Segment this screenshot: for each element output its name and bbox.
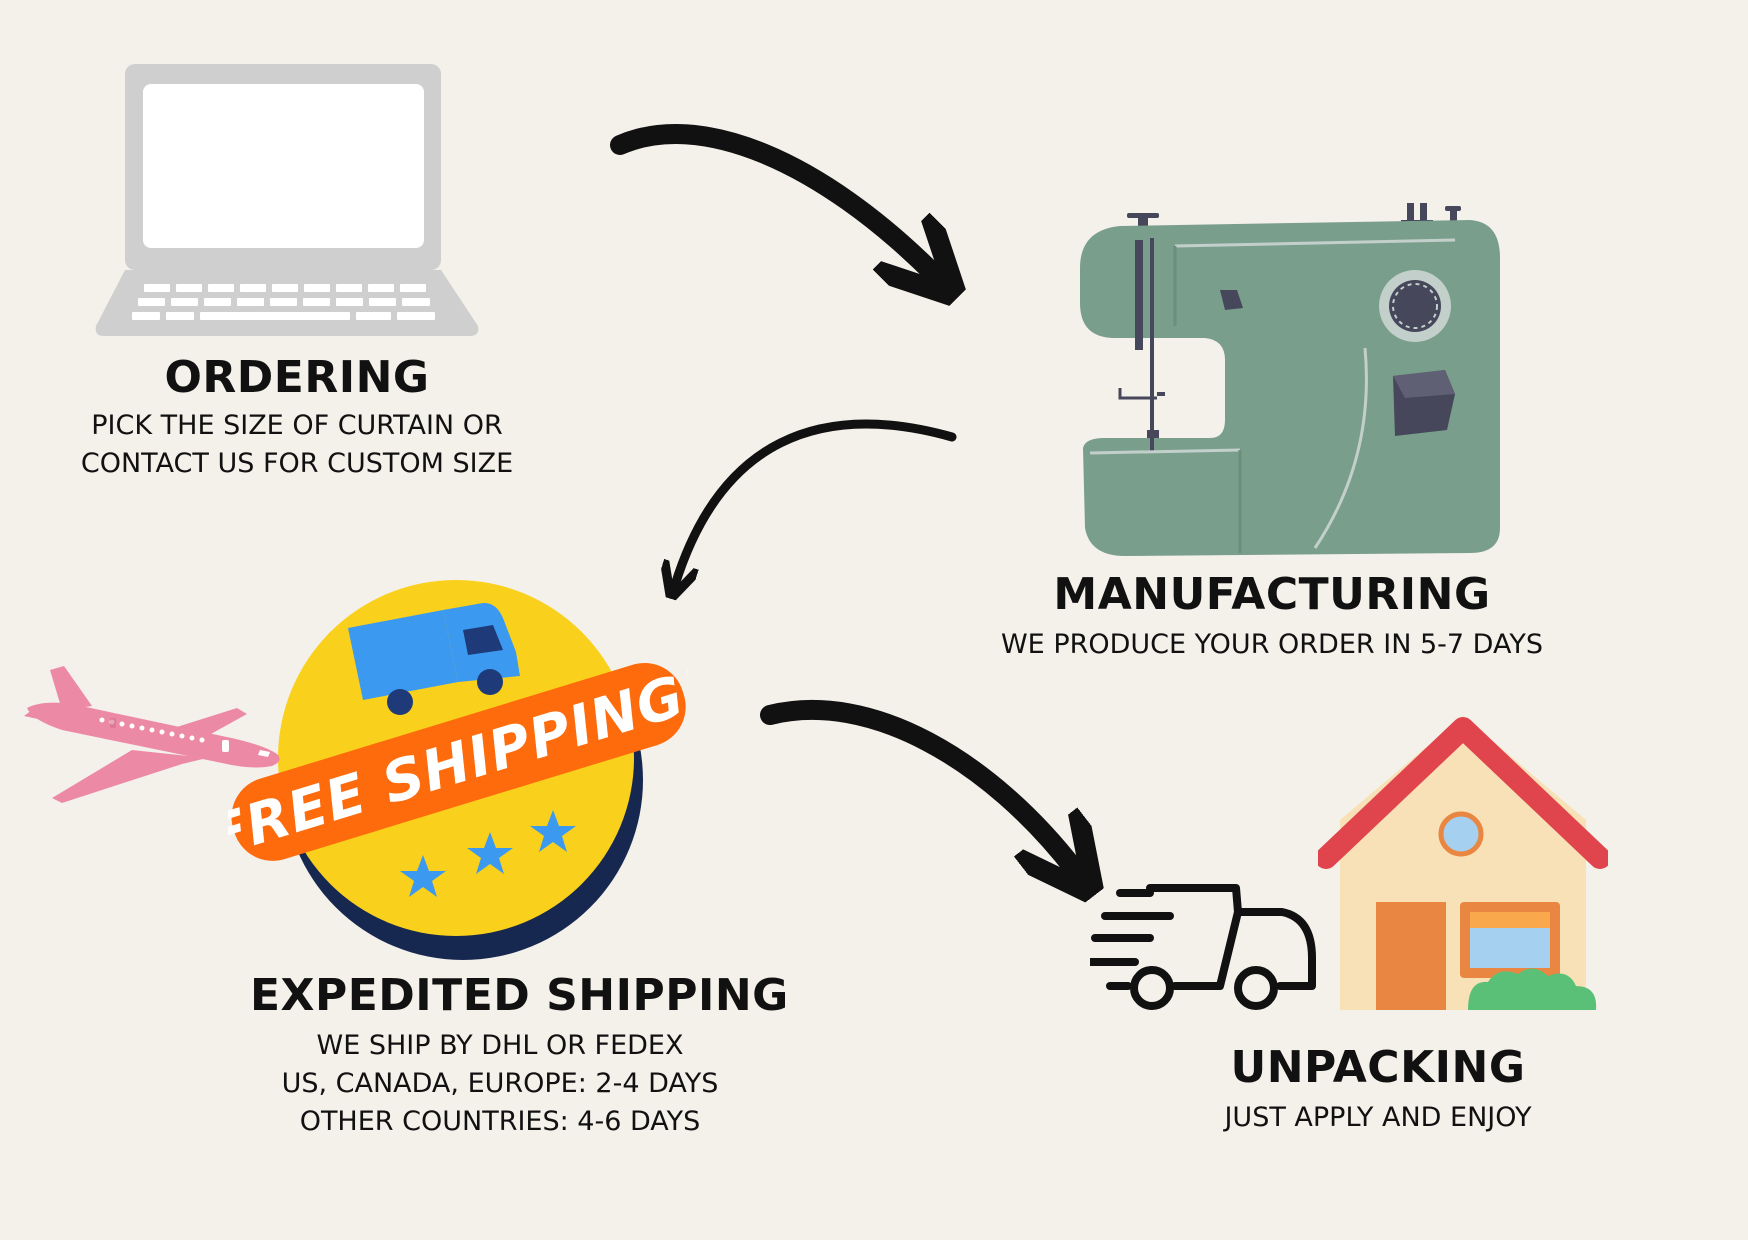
house-icon xyxy=(1318,716,1608,1010)
ordering-title: ORDERING xyxy=(164,352,430,403)
ordering-line-2: CONTACT US FOR CUSTOM SIZE xyxy=(80,448,514,479)
arrow-icon xyxy=(610,124,935,275)
arrow-icon xyxy=(760,699,1075,870)
arrow-icon xyxy=(675,419,957,585)
unpacking-title: UNPACKING xyxy=(1230,1042,1526,1093)
manufacturing-title: MANUFACTURING xyxy=(1053,569,1491,620)
free-shipping-badge-icon: FREE SHIPPING! xyxy=(228,580,688,960)
shipping-line-1: WE SHIP BY DHL OR FEDEX xyxy=(316,1030,684,1061)
airplane-icon xyxy=(24,666,280,803)
laptop-icon xyxy=(95,64,479,336)
manufacturing-description: WE PRODUCE YOUR ORDER IN 5-7 DAYS xyxy=(952,626,1592,664)
sewing-machine-icon xyxy=(1080,203,1500,556)
ordering-line-1: PICK THE SIZE OF CURTAIN OR xyxy=(91,410,503,441)
shipping-line-2: US, CANADA, EUROPE: 2-4 DAYS xyxy=(281,1068,719,1099)
shipping-line-3: OTHER COUNTRIES: 4-6 DAYS xyxy=(299,1106,701,1137)
shipping-title: EXPEDITED SHIPPING xyxy=(250,970,789,1021)
ordering-description: PICK THE SIZE OF CURTAIN OR CONTACT US F… xyxy=(47,407,547,483)
unpacking-line-1: JUST APPLY AND ENJOY xyxy=(1224,1102,1532,1133)
unpacking-description: JUST APPLY AND ENJOY xyxy=(1128,1099,1628,1137)
delivery-truck-icon xyxy=(1090,884,1316,1010)
manufacturing-line-1: WE PRODUCE YOUR ORDER IN 5-7 DAYS xyxy=(1000,629,1543,660)
shipping-description: WE SHIP BY DHL OR FEDEX US, CANADA, EURO… xyxy=(250,1027,750,1141)
